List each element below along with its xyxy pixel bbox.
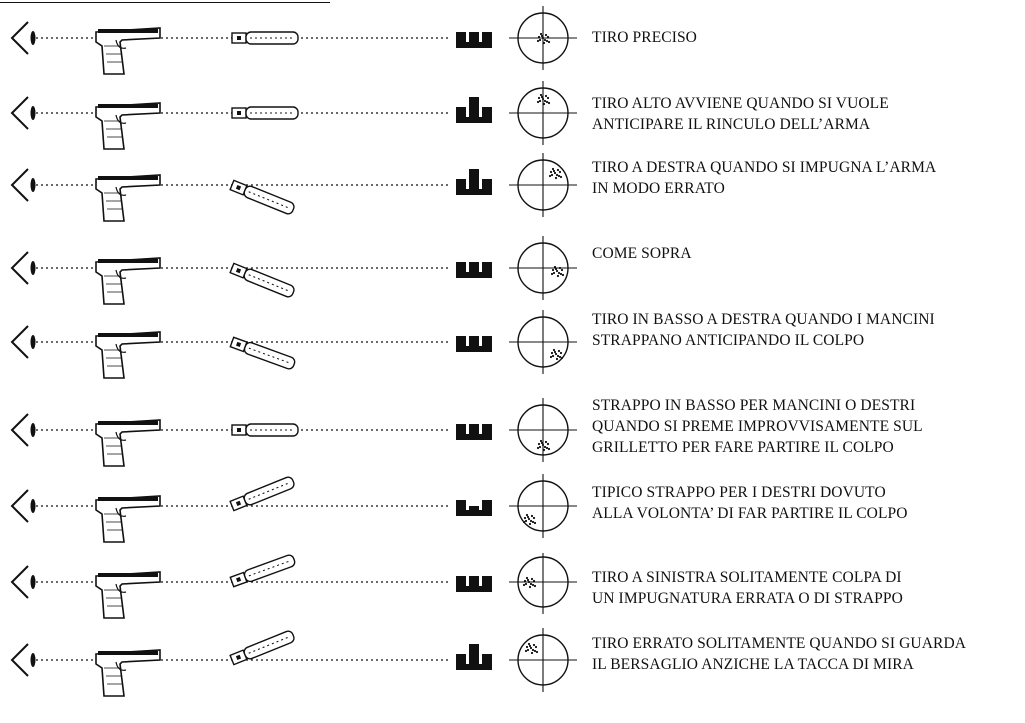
caption-line: TIRO A SINISTRA SOLITAMENTE COLPA DI <box>592 569 902 586</box>
sight-illustration <box>10 398 577 467</box>
sight-notch-icon <box>456 576 492 592</box>
sight-illustration <box>10 553 577 619</box>
sight-notch-icon <box>456 336 492 352</box>
target-icon <box>509 474 577 538</box>
sight-notch-icon <box>456 424 492 440</box>
target-icon <box>509 553 577 614</box>
eye-icon <box>10 168 36 202</box>
eye-icon <box>10 643 36 677</box>
row-9: TIRO ERRATO SOLITAMENTE QUANDO SI GUARDA… <box>0 622 1025 702</box>
row-1: TIRO PRECISO <box>0 0 1025 80</box>
caption: TIRO ERRATO SOLITAMENTE QUANDO SI GUARDA… <box>592 633 966 675</box>
barrel-icon <box>229 336 296 370</box>
sight-illustration <box>10 628 577 697</box>
caption: TIRO ALTO AVVIENE QUANDO SI VUOLE ANTICI… <box>592 93 889 135</box>
target-icon <box>509 398 577 462</box>
caption-line: TIRO IN BASSO A DESTRA QUANDO I MANCINI <box>592 311 935 328</box>
pistol-icon <box>95 257 161 305</box>
pistol-icon <box>95 495 161 543</box>
sight-illustration <box>10 474 577 543</box>
row-2: TIRO ALTO AVVIENE QUANDO SI VUOLE ANTICI… <box>0 78 1025 158</box>
eye-icon <box>10 21 36 55</box>
pistol-icon <box>95 649 161 697</box>
sight-illustration <box>10 153 577 222</box>
sight-notch-icon <box>456 262 492 278</box>
sight-illustration <box>10 310 577 379</box>
pistol-icon <box>95 331 161 379</box>
target-icon <box>509 310 577 374</box>
caption-line: ALLA VOLONTA’ DI FAR PARTIRE IL COLPO <box>592 505 908 522</box>
sight-notch-icon <box>456 97 492 123</box>
caption-line: STRAPPO IN BASSO PER MANCINI O DESTRI <box>592 397 916 414</box>
row-3: TIRO A DESTRA QUANDO SI IMPUGNA L’ARMA I… <box>0 147 1025 227</box>
caption-line: UN IMPUGNATURA ERRATA O DI STRAPPO <box>592 590 903 607</box>
row-5: TIRO IN BASSO A DESTRA QUANDO I MANCINI … <box>0 302 1025 382</box>
caption-line: ANTICIPARE IL RINCULO DELL’ARMA <box>592 116 871 133</box>
target-icon <box>509 628 577 692</box>
row-7: TIPICO STRAPPO PER I DESTRI DOVUTO ALLA … <box>0 471 1025 551</box>
pistol-icon <box>95 571 161 619</box>
eye-icon <box>10 565 36 599</box>
barrel-icon <box>229 630 295 666</box>
sight-notch-icon <box>456 32 492 48</box>
row-4: COME SOPRA <box>0 229 1025 309</box>
target-icon <box>509 153 577 217</box>
target-icon <box>509 81 577 145</box>
barrel-icon <box>231 31 299 45</box>
caption: COME SOPRA <box>592 243 692 264</box>
caption-line: GRILLETTO PER FARE PARTIRE IL COLPO <box>592 439 894 456</box>
barrel-icon <box>229 179 295 215</box>
caption-line: STRAPPANO ANTICIPANDO IL COLPO <box>592 332 865 349</box>
pistol-icon <box>95 27 161 75</box>
barrel-icon <box>231 106 299 120</box>
caption: TIRO A SINISTRA SOLITAMENTE COLPA DI UN … <box>592 567 903 609</box>
caption: TIRO A DESTRA QUANDO SI IMPUGNA L’ARMA I… <box>592 157 936 199</box>
top-rule <box>0 2 330 3</box>
caption-line: TIPICO STRAPPO PER I DESTRI DOVUTO <box>592 484 886 501</box>
eye-icon <box>10 325 36 359</box>
eye-icon <box>10 251 36 285</box>
sight-notch-icon <box>456 644 492 670</box>
pistol-icon <box>95 174 161 222</box>
target-icon <box>509 236 577 300</box>
sight-notch-icon <box>456 169 492 195</box>
caption-line: IL BERSAGLIO ANZICHE LA TACCA DI MIRA <box>592 656 914 673</box>
target-icon <box>509 6 577 70</box>
eye-icon <box>10 489 36 523</box>
caption: TIRO PRECISO <box>592 27 697 48</box>
caption-line: TIRO A DESTRA QUANDO SI IMPUGNA L’ARMA <box>592 159 937 176</box>
eye-icon <box>10 96 36 130</box>
caption-line: TIRO ALTO AVVIENE QUANDO SI VUOLE <box>592 95 889 112</box>
pistol-icon <box>95 419 161 467</box>
row-8: TIRO A SINISTRA SOLITAMENTE COLPA DI UN … <box>0 553 1025 633</box>
sight-illustration <box>10 6 577 75</box>
sight-notch-icon <box>456 500 492 516</box>
caption-line: COME SOPRA <box>592 245 692 262</box>
barrel-icon <box>229 476 295 512</box>
sight-illustration <box>10 236 577 305</box>
sight-illustration <box>10 81 577 150</box>
caption: TIPICO STRAPPO PER I DESTRI DOVUTO ALLA … <box>592 482 908 524</box>
barrel-icon <box>229 554 296 588</box>
row-6: STRAPPO IN BASSO PER MANCINI O DESTRI QU… <box>0 390 1025 470</box>
caption-line: TIRO PRECISO <box>592 29 697 46</box>
eye-icon <box>10 413 36 447</box>
caption: STRAPPO IN BASSO PER MANCINI O DESTRI QU… <box>592 395 923 458</box>
caption-line: TIRO ERRATO SOLITAMENTE QUANDO SI GUARDA <box>592 635 967 652</box>
caption: TIRO IN BASSO A DESTRA QUANDO I MANCINI … <box>592 309 935 351</box>
barrel-icon <box>229 262 295 298</box>
caption-line: IN MODO ERRATO <box>592 180 725 197</box>
barrel-icon <box>231 423 299 437</box>
pistol-icon <box>95 102 161 150</box>
caption-line: QUANDO SI PREME IMPROVVISAMENTE SUL <box>592 418 923 435</box>
